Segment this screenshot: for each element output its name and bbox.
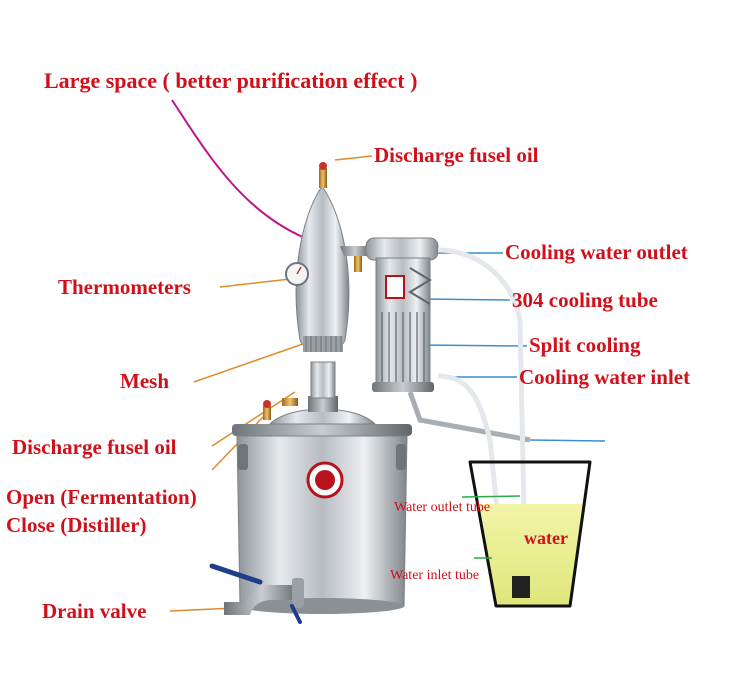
pointer-mesh <box>193 337 321 383</box>
water-bucket <box>461 460 592 608</box>
pointer-discharge-top <box>334 155 373 161</box>
pointer-split-cooling <box>419 344 528 347</box>
label-drain-valve: Drain valve <box>42 599 147 623</box>
label-close-distiller: Close (Distiller) <box>6 513 147 537</box>
label-discharge-fusel-oil-bottom: Discharge fusel oil <box>12 435 177 459</box>
drain-valve-part <box>209 563 304 624</box>
boiler-pot <box>232 396 412 614</box>
pointer-tube-end <box>529 439 606 442</box>
label-thermometers: Thermometers <box>58 275 191 299</box>
cooler-unit <box>365 237 531 443</box>
label-cooling-water-inlet: Cooling water inlet <box>519 365 691 389</box>
label-large-space: Large space ( better purification effect… <box>44 68 418 93</box>
pointer-large-space <box>171 99 306 239</box>
pointer-cooling-tube <box>419 298 511 301</box>
label-water-outlet-tube: Water outlet tube <box>394 500 491 515</box>
label-discharge-fusel-oil-top: Discharge fusel oil <box>374 143 539 167</box>
label-water-inlet-tube: Water inlet tube <box>390 568 480 583</box>
distillation-column <box>285 162 370 399</box>
label-cooling-water-outlet: Cooling water outlet <box>505 240 688 264</box>
label-open-fermentation: Open (Fermentation) <box>6 485 197 509</box>
hose-outlet <box>437 247 528 561</box>
label-mesh: Mesh <box>120 369 169 393</box>
hose-inlet <box>437 373 508 591</box>
label-split-cooling: Split cooling <box>529 333 641 357</box>
pointer-discharge-bottom <box>211 391 296 447</box>
label-304-cooling-tube: 304 cooling tube <box>512 288 658 312</box>
label-water: water <box>524 528 568 548</box>
pointer-thermometers <box>219 278 291 288</box>
